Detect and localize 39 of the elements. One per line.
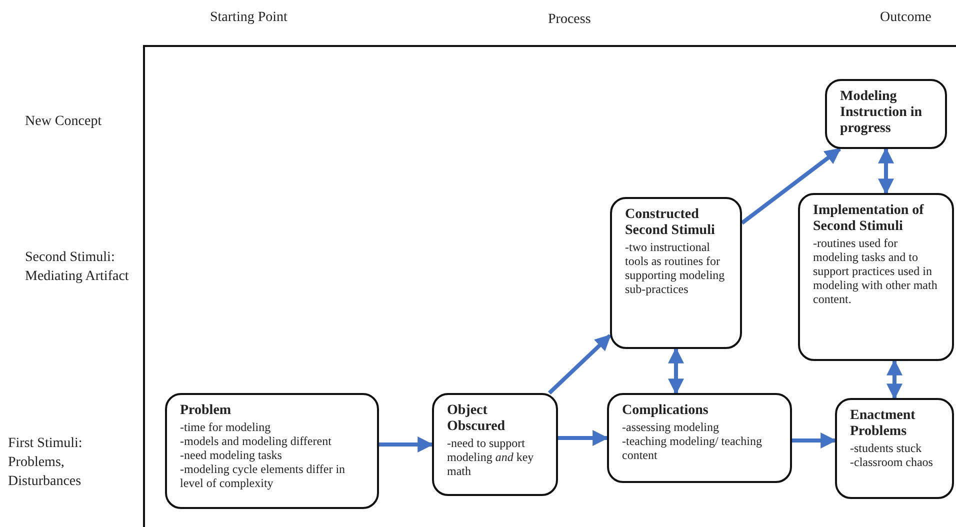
arrow [548, 334, 612, 394]
box-text: -assessing modeling [622, 420, 720, 434]
column-heading: Outcome [880, 9, 932, 27]
box-heading: Complications [622, 403, 710, 419]
box-text: -teaching modeling/ teaching content [622, 434, 763, 462]
rounded-box [825, 79, 947, 149]
row-heading: Second Stimuli: Mediating Artifact [25, 249, 130, 286]
box-text: -need to support modeling and key math [447, 436, 535, 478]
box-text: -two instructional tools as routines for supporting modeling sub-practices [625, 240, 726, 296]
box-text: -modeling cycle elements differ in level of complexity [180, 462, 346, 490]
rounded-box [165, 393, 379, 509]
box-text: -routines used for modeling tasks and to support practices used in modeling with other math content. [813, 236, 938, 306]
arrow [886, 359, 902, 400]
box-heading: Enactment Problems [850, 408, 916, 440]
rounded-box [607, 393, 792, 483]
rounded-box [835, 398, 954, 499]
box-text: -need modeling tasks [180, 448, 283, 462]
arrow [379, 436, 434, 452]
box-heading: Modeling Instruction in progress [840, 89, 924, 137]
arrow [668, 347, 684, 395]
arrow [740, 147, 842, 225]
column-heading: Starting Point [210, 9, 288, 27]
box-text: -students stuck [850, 441, 923, 455]
box-heading: Problem [180, 403, 232, 419]
rounded-box [610, 197, 742, 349]
arrow [792, 432, 837, 448]
rounded-box [798, 193, 954, 361]
box-heading: Object Obscured [447, 403, 506, 435]
rounded-box [432, 393, 558, 496]
box-text: -models and modeling different [180, 434, 332, 448]
box-heading: Constructed Second Stimuli [625, 207, 716, 239]
column-heading: Process [548, 11, 592, 29]
row-heading: First Stimuli: Problems, Disturbances [8, 435, 84, 491]
box-text: -classroom chaos [850, 455, 934, 469]
arrow [878, 147, 894, 195]
box-text: -time for modeling [180, 420, 272, 434]
arrow [558, 430, 609, 446]
row-heading: New Concept [25, 113, 103, 131]
box-heading: Implementation of Second Stimuli [813, 203, 925, 235]
